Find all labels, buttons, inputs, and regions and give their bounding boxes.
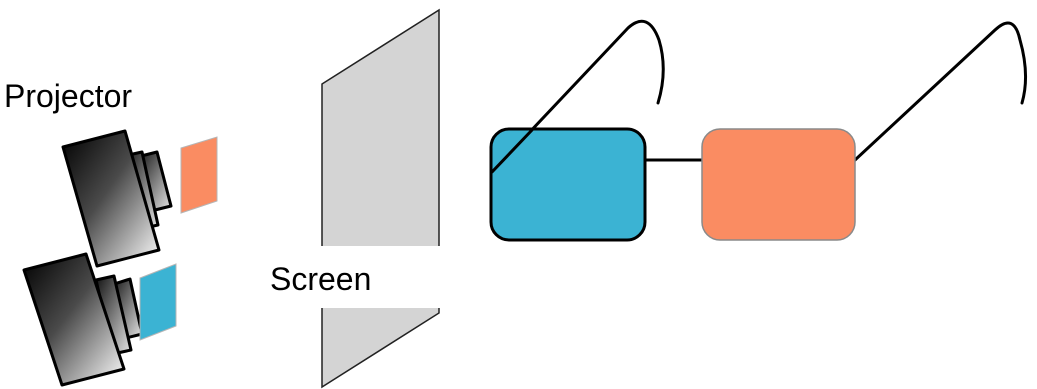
- orange-projected-image: [180, 136, 218, 214]
- projector-bottom-icon: [22, 252, 144, 387]
- anaglyph-glasses-icon: [489, 19, 1028, 242]
- projector-top-icon: [61, 129, 173, 268]
- right-temple-arm: [853, 21, 1028, 162]
- left-temple-arm: [490, 19, 665, 174]
- screen-label: Screen: [270, 261, 371, 297]
- screen-label-background: [268, 246, 450, 308]
- projection-screen: [321, 8, 440, 389]
- left-cyan-lens: [489, 127, 647, 242]
- right-orange-lens: [701, 128, 856, 241]
- cyan-projected-image: [139, 263, 177, 341]
- projector-label: Projector: [4, 78, 132, 114]
